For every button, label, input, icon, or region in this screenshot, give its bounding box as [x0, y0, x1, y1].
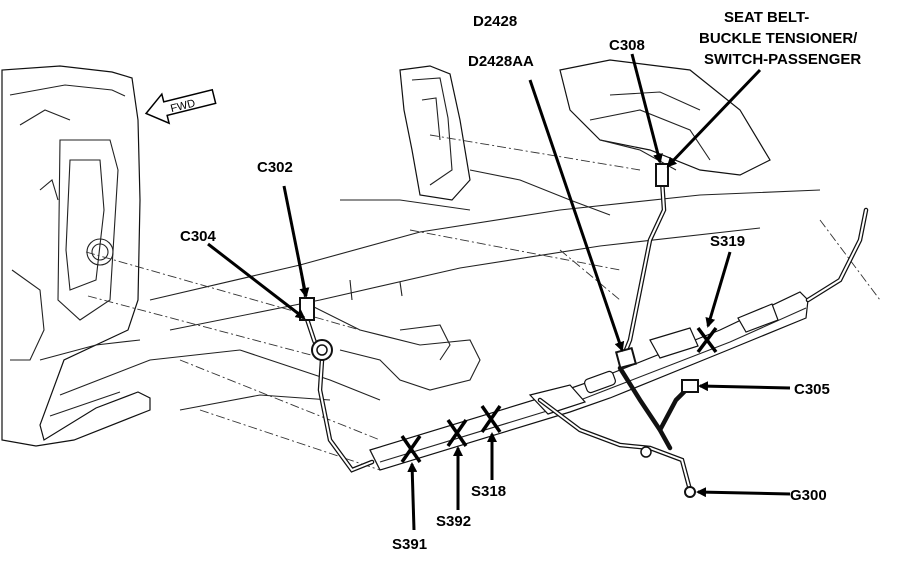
label-d2428: D2428 — [473, 13, 517, 30]
label-s319: S319 — [710, 233, 745, 250]
forward-arrow: FWD — [144, 88, 217, 125]
body-right-structure — [559, 59, 771, 176]
label-c302: C302 — [257, 159, 293, 176]
floor-pan — [149, 169, 821, 411]
leader-c302 — [282, 185, 310, 298]
label-seat-belt-2: BUCKLE TENSIONER/ — [699, 30, 858, 47]
splice-x-s391 — [400, 435, 422, 463]
leader-c305 — [698, 381, 791, 392]
leader-seat-belt — [666, 68, 762, 168]
leader-g300 — [696, 487, 791, 498]
splice-x-s319 — [696, 326, 718, 354]
leader-c304 — [207, 242, 306, 320]
label-c304: C304 — [180, 228, 217, 245]
fwd-label: FWD — [169, 97, 196, 115]
body-left-pillar — [1, 65, 241, 447]
label-s392: S392 — [436, 513, 471, 530]
leader-c308 — [630, 53, 663, 164]
label-seat-belt-3: SWITCH-PASSENGER — [704, 51, 861, 68]
label-g300: G300 — [790, 487, 827, 504]
label-s318: S318 — [471, 483, 506, 500]
callout-labels: D2428 D2428AA C308 SEAT BELT- BUCKLE TEN… — [180, 9, 861, 553]
splice-x-s392 — [446, 419, 468, 447]
wiring-harness — [299, 163, 869, 498]
body-center-pillar — [340, 65, 471, 211]
leader-arrows — [207, 53, 791, 531]
leader-d2428aa — [528, 79, 625, 352]
label-s391: S391 — [392, 536, 427, 553]
splice-x-s318 — [480, 405, 502, 433]
splice-marks — [400, 326, 718, 463]
reference-lines — [85, 134, 881, 471]
label-seat-belt-1: SEAT BELT- — [724, 9, 809, 26]
label-c308: C308 — [609, 37, 645, 54]
label-c305: C305 — [794, 381, 830, 398]
harness-trough — [369, 291, 809, 471]
leader-s319 — [705, 251, 732, 328]
label-d2428aa: D2428AA — [468, 53, 534, 70]
leader-s391 — [407, 462, 418, 531]
